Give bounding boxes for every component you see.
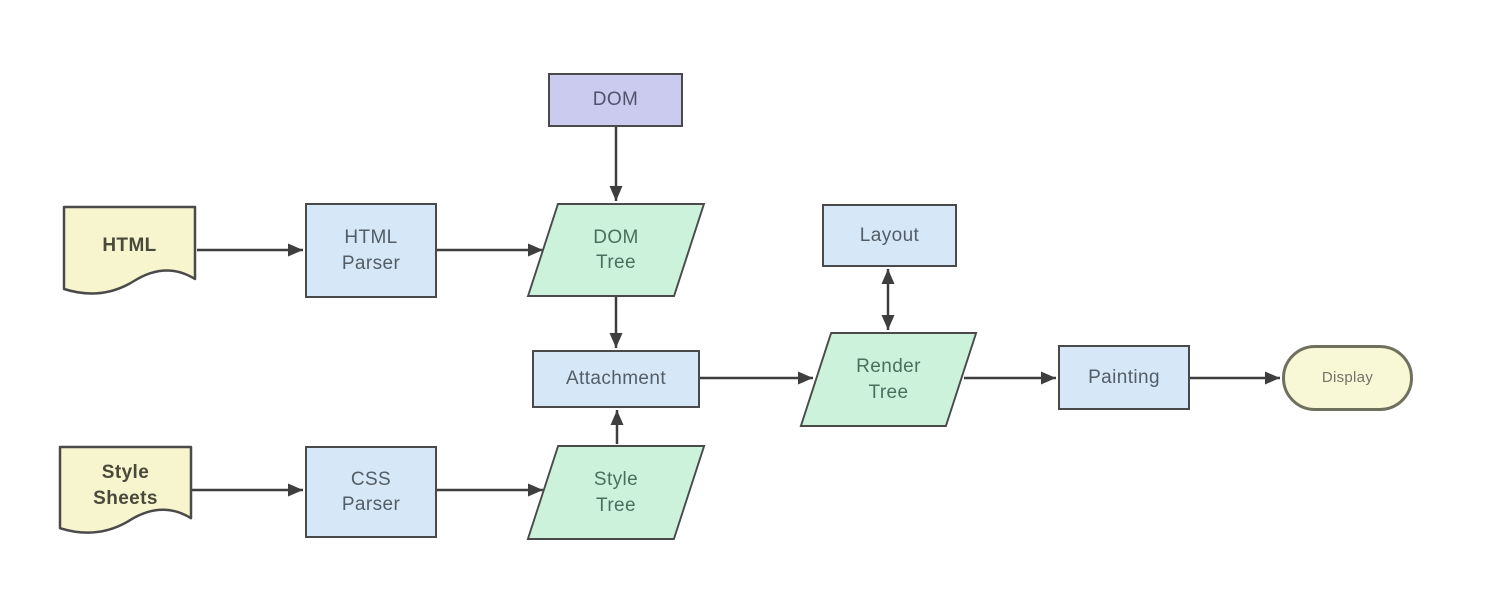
node-attachment: Attachment	[532, 350, 700, 408]
node-style-sheets-label: Style Sheets	[93, 462, 158, 509]
node-display-label: Display	[1321, 368, 1374, 386]
node-css-parser: CSS Parser	[305, 446, 437, 538]
node-style-sheets: Style Sheets	[58, 445, 193, 542]
node-html-parser-label: HTML Parser	[341, 227, 401, 274]
node-html-parser: HTML Parser	[305, 203, 437, 298]
node-style-tree: Style Tree	[526, 445, 706, 540]
node-render-tree: Render Tree	[799, 332, 978, 427]
node-style-tree-label: Style Tree	[593, 469, 639, 516]
node-html-document-label: HTML	[102, 235, 157, 257]
node-render-tree-label: Render Tree	[856, 356, 921, 403]
node-dom-label: DOM	[592, 89, 639, 111]
node-dom: DOM	[548, 73, 683, 127]
document-shape	[58, 445, 193, 534]
document-shape	[62, 205, 197, 295]
node-layout: Layout	[822, 204, 957, 267]
node-painting: Painting	[1058, 345, 1190, 410]
node-layout-label: Layout	[859, 224, 920, 246]
node-painting-label: Painting	[1088, 366, 1160, 388]
node-dom-tree-label: DOM Tree	[593, 226, 639, 273]
node-display: Display	[1282, 345, 1413, 411]
node-attachment-label: Attachment	[565, 368, 667, 390]
node-dom-tree: DOM Tree	[526, 203, 706, 297]
node-html-document: HTML	[62, 205, 197, 303]
node-css-parser-label: CSS Parser	[341, 468, 401, 515]
